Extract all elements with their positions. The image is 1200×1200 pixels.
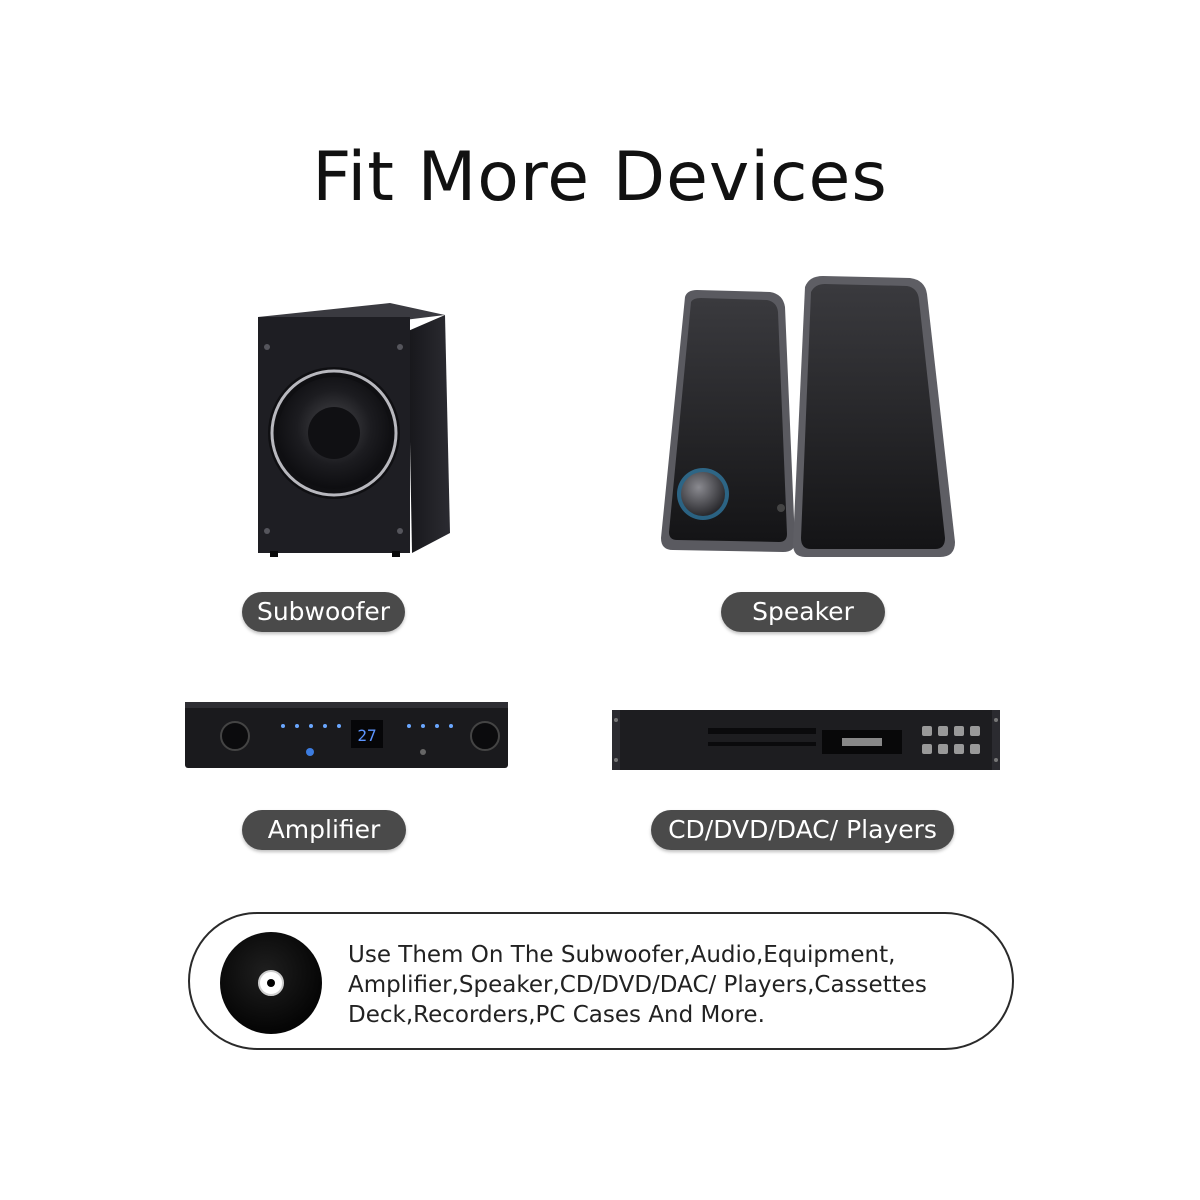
label-cd-dvd-dac-players: CD/DVD/DAC/ Players — [651, 810, 954, 850]
felt-pad-icon — [220, 932, 322, 1034]
pad-hole — [258, 970, 284, 996]
label-speaker: Speaker — [721, 592, 885, 632]
speaker-image — [661, 276, 955, 557]
label-subwoofer: Subwoofer — [242, 592, 405, 632]
amplifier-display: 27 — [357, 726, 376, 745]
label-amplifier: Amplifier — [242, 810, 406, 850]
subwoofer-image — [258, 303, 450, 557]
usage-note-line: Amplifier,Speaker,CD/DVD/DAC/ Players,Ca… — [348, 972, 927, 998]
cd-player-image — [612, 710, 1000, 770]
usage-note-text: Use Them On The Subwoofer,Audio,Equipmen… — [348, 940, 998, 1030]
page-title: Fit More Devices — [312, 138, 888, 217]
amplifier-image: 27 — [185, 702, 508, 768]
usage-note-line: Deck,Recorders,PC Cases And More. — [348, 1002, 765, 1028]
usage-note-line: Use Them On The Subwoofer,Audio,Equipmen… — [348, 942, 896, 968]
usage-note: Use Them On The Subwoofer,Audio,Equipmen… — [188, 912, 1014, 1050]
